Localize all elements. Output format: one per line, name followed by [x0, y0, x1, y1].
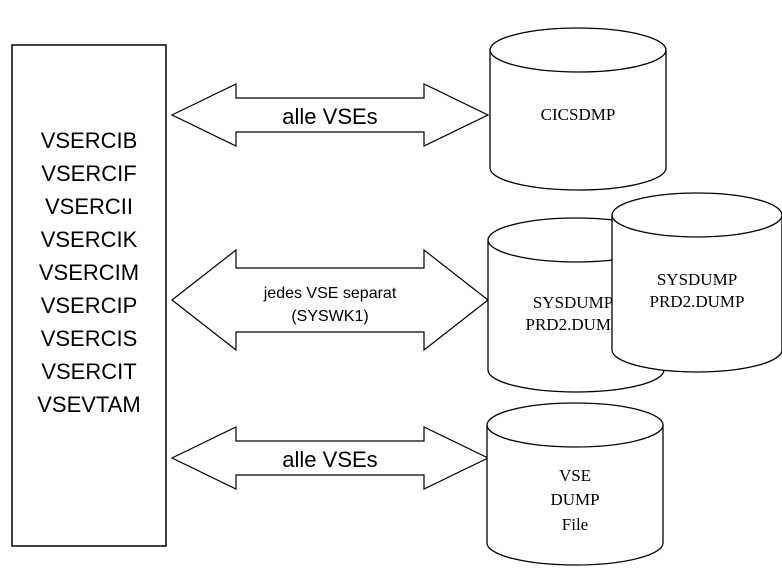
- middle-arrow-label-line1: jedes VSE separat: [263, 285, 397, 302]
- vse-dump-file-cylinder: VSE DUMP File: [486, 402, 664, 566]
- bottom-double-arrow: alle VSEs: [170, 426, 490, 490]
- sysdump-front-label-line2: PRD2.DUMP: [650, 292, 745, 311]
- system-list-item: VSERCIS: [41, 326, 138, 351]
- vse-dump-label-line3: File: [562, 515, 588, 534]
- sysdump-front-label-line1: SYSDUMP: [657, 270, 737, 289]
- top-arrow-label: alle VSEs: [282, 104, 377, 129]
- sysdump-back-label-line1: SYSDUMP: [533, 293, 613, 312]
- vse-dump-label-line2: DUMP: [550, 490, 599, 509]
- bottom-arrow-label: alle VSEs: [282, 447, 377, 472]
- vse-dump-label-line1: VSE: [559, 466, 591, 485]
- system-list-box: VSERCIB VSERCIF VSERCII VSERCIK VSERCIM …: [11, 44, 167, 547]
- system-list-item: VSERCIP: [41, 293, 138, 318]
- system-list-item: VSERCIB: [41, 128, 138, 153]
- cicsdmp-label: CICSDMP: [541, 105, 616, 124]
- middle-arrow-label-line2: (SYSWK1): [291, 308, 368, 325]
- sysdump-front-cylinder: SYSDUMP PRD2.DUMP: [611, 192, 782, 373]
- cicsdmp-dataset-cylinder: CICSDMP: [489, 27, 667, 191]
- system-list-item: VSERCIT: [41, 359, 136, 384]
- system-list-item: VSEVTAM: [37, 392, 141, 417]
- system-list-item: VSERCIM: [39, 260, 139, 285]
- system-list-item: VSERCII: [45, 194, 133, 219]
- system-list-item: VSERCIK: [41, 227, 138, 252]
- sysdump-back-label-line2: PRD2.DUMP: [526, 315, 621, 334]
- top-double-arrow: alle VSEs: [170, 83, 490, 147]
- system-list-item: VSERCIF: [41, 161, 136, 186]
- middle-double-arrow: jedes VSE separat (SYSWK1): [171, 248, 489, 352]
